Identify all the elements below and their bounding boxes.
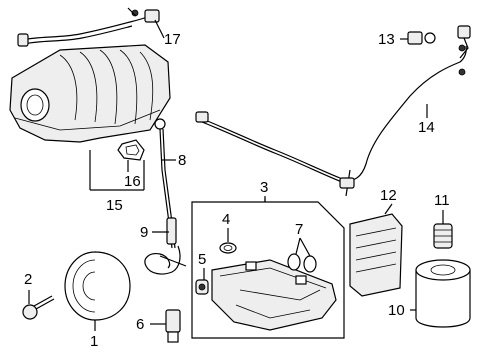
callout-7: 7	[295, 221, 303, 238]
callout-17: 17	[164, 31, 181, 48]
callout-1: 1	[90, 333, 98, 350]
callout-3: 3	[260, 179, 268, 196]
part-12-oil-cooler	[349, 213, 403, 297]
callout-8: 8	[178, 152, 186, 169]
part-13-sensor	[407, 31, 436, 45]
callout-labels: 1 2 3 4 5 6 7 8 9 10 11 12 13 14 15 16 1…	[24, 31, 450, 350]
callout-2: 2	[24, 271, 32, 288]
callout-6: 6	[136, 316, 144, 333]
part-7-o-rings	[287, 253, 317, 273]
part-9-dipstick-tube	[144, 217, 187, 275]
part-16-gasket	[117, 139, 145, 161]
part-1-pulley	[64, 251, 131, 321]
part-14-wiring-harness	[195, 25, 471, 197]
callout-9: 9	[140, 224, 148, 241]
callout-16: 16	[124, 173, 141, 190]
callout-4: 4	[222, 211, 230, 228]
callout-10: 10	[388, 302, 405, 319]
part-6-sensor	[165, 309, 181, 343]
part-5-drain-plug	[195, 279, 209, 295]
leader-lines	[28, 19, 444, 331]
callout-12: 12	[380, 187, 397, 204]
part-4-washer	[219, 242, 237, 254]
part-11-filter-element	[433, 223, 453, 249]
callout-14: 14	[418, 119, 435, 136]
callout-5: 5	[198, 251, 206, 268]
callout-13: 13	[378, 31, 395, 48]
part-17-sensor-harness	[17, 7, 160, 47]
part-15-intake-manifold	[9, 44, 171, 143]
callout-11: 11	[434, 192, 450, 209]
callout-15: 15	[106, 197, 123, 214]
part-10-oil-filter	[415, 259, 471, 328]
part-3-oil-pan-group	[191, 198, 345, 339]
part-2-bolt	[22, 295, 55, 320]
